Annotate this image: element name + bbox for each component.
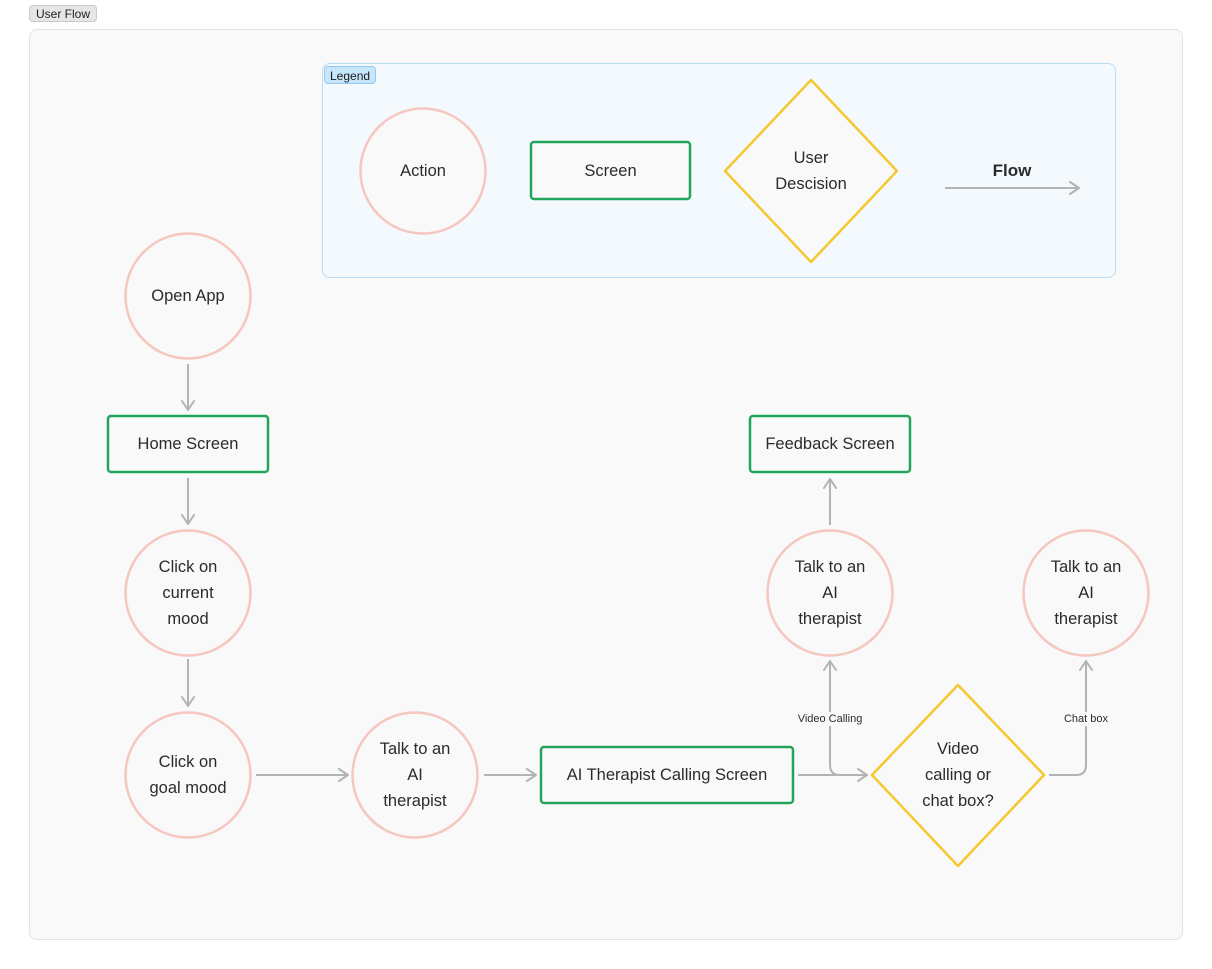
node-click-goal-mood-shape — [124, 711, 252, 839]
node-ai-calling-screen-shape — [539, 745, 795, 805]
node-feedback-screen-shape — [748, 414, 912, 474]
node-talk-ai-video-shape — [766, 529, 894, 657]
node-talk-ai-chat: Talk to an AI therapist — [1050, 558, 1122, 628]
node-feedback-screen: Feedback Screen — [765, 435, 895, 453]
node-talk-ai-video: Talk to an AI therapist — [794, 558, 866, 628]
legend-screen-shape — [529, 140, 692, 201]
node-home-screen: Home Screen — [137, 435, 239, 453]
arrow-decision-to-chat — [1049, 660, 1093, 776]
legend-title: Legend — [324, 66, 377, 84]
legend-screen-label: Screen — [584, 161, 637, 180]
legend-flow-label: Flow — [992, 161, 1032, 180]
node-click-goal-mood: Click on goal mood — [149, 753, 227, 797]
node-open-app: Open App — [151, 287, 225, 305]
legend-action-shape — [359, 107, 487, 235]
frame-title: User Flow — [29, 5, 98, 22]
node-ai-calling-screen: AI Therapist Calling Screen — [566, 766, 768, 784]
legend-decision-label: User Descision — [775, 149, 847, 193]
node-click-current-mood-shape — [124, 529, 252, 657]
node-click-current-mood: Click on current mood — [158, 558, 218, 628]
legend-decision-shape — [723, 78, 899, 264]
legend-action-label: Action — [400, 162, 446, 180]
edge-label-chat-box: Chat box — [1060, 712, 1112, 726]
node-home-screen-shape — [106, 414, 270, 474]
node-talk-ai-1: Talk to an AI therapist — [379, 740, 451, 810]
edge-label-video-calling: Video Calling — [794, 712, 866, 726]
node-talk-ai-chat-shape — [1022, 529, 1150, 657]
arrow-decision-to-video — [823, 660, 867, 776]
node-decision-shape — [870, 683, 1046, 868]
node-open-app-shape — [124, 232, 252, 360]
node-decision-video-chat: Video calling or chat box? — [922, 740, 994, 810]
node-talk-ai-1-shape — [351, 711, 479, 839]
